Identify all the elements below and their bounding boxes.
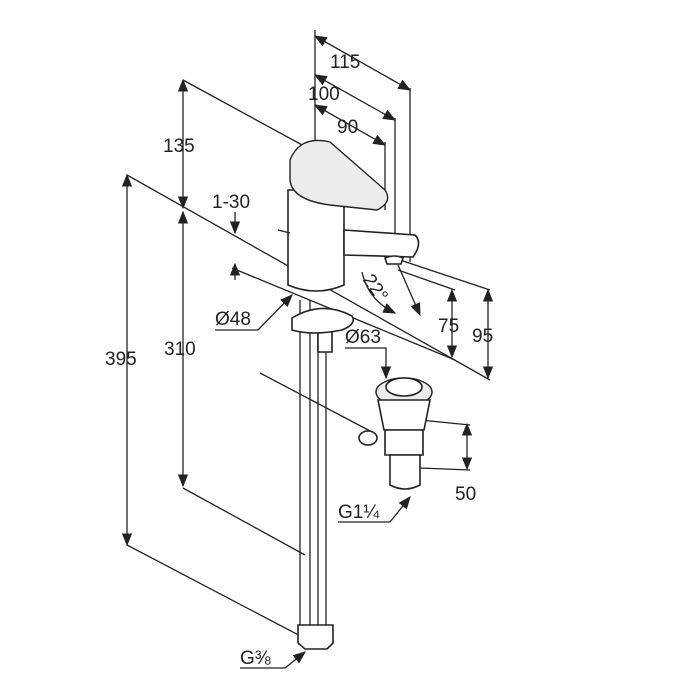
extension-lines bbox=[126, 30, 491, 641]
dim-waste-diameter: Ø63 bbox=[345, 327, 381, 348]
dim-90: 90 bbox=[337, 117, 358, 138]
dim-310: 310 bbox=[164, 339, 196, 360]
dim-75: 75 bbox=[438, 316, 459, 337]
dim-1-30: 1-30 bbox=[212, 192, 250, 213]
dim-100: 100 bbox=[308, 84, 340, 105]
dim-body-diameter: Ø48 bbox=[215, 309, 251, 330]
dim-395: 395 bbox=[105, 349, 137, 370]
dim-waste-thread: G1¼ bbox=[338, 502, 380, 523]
dimension-lines bbox=[121, 35, 494, 669]
dim-50: 50 bbox=[455, 484, 476, 505]
dim-135: 135 bbox=[163, 136, 195, 157]
dim-supply-thread: G⅜ bbox=[240, 648, 271, 669]
faucet-illustration bbox=[259, 139, 433, 650]
dimension-labels: 115 100 90 135 1-30 22° Ø48 Ø63 75 95 39… bbox=[105, 52, 493, 669]
dim-95: 95 bbox=[472, 326, 493, 347]
dim-115: 115 bbox=[330, 52, 360, 73]
